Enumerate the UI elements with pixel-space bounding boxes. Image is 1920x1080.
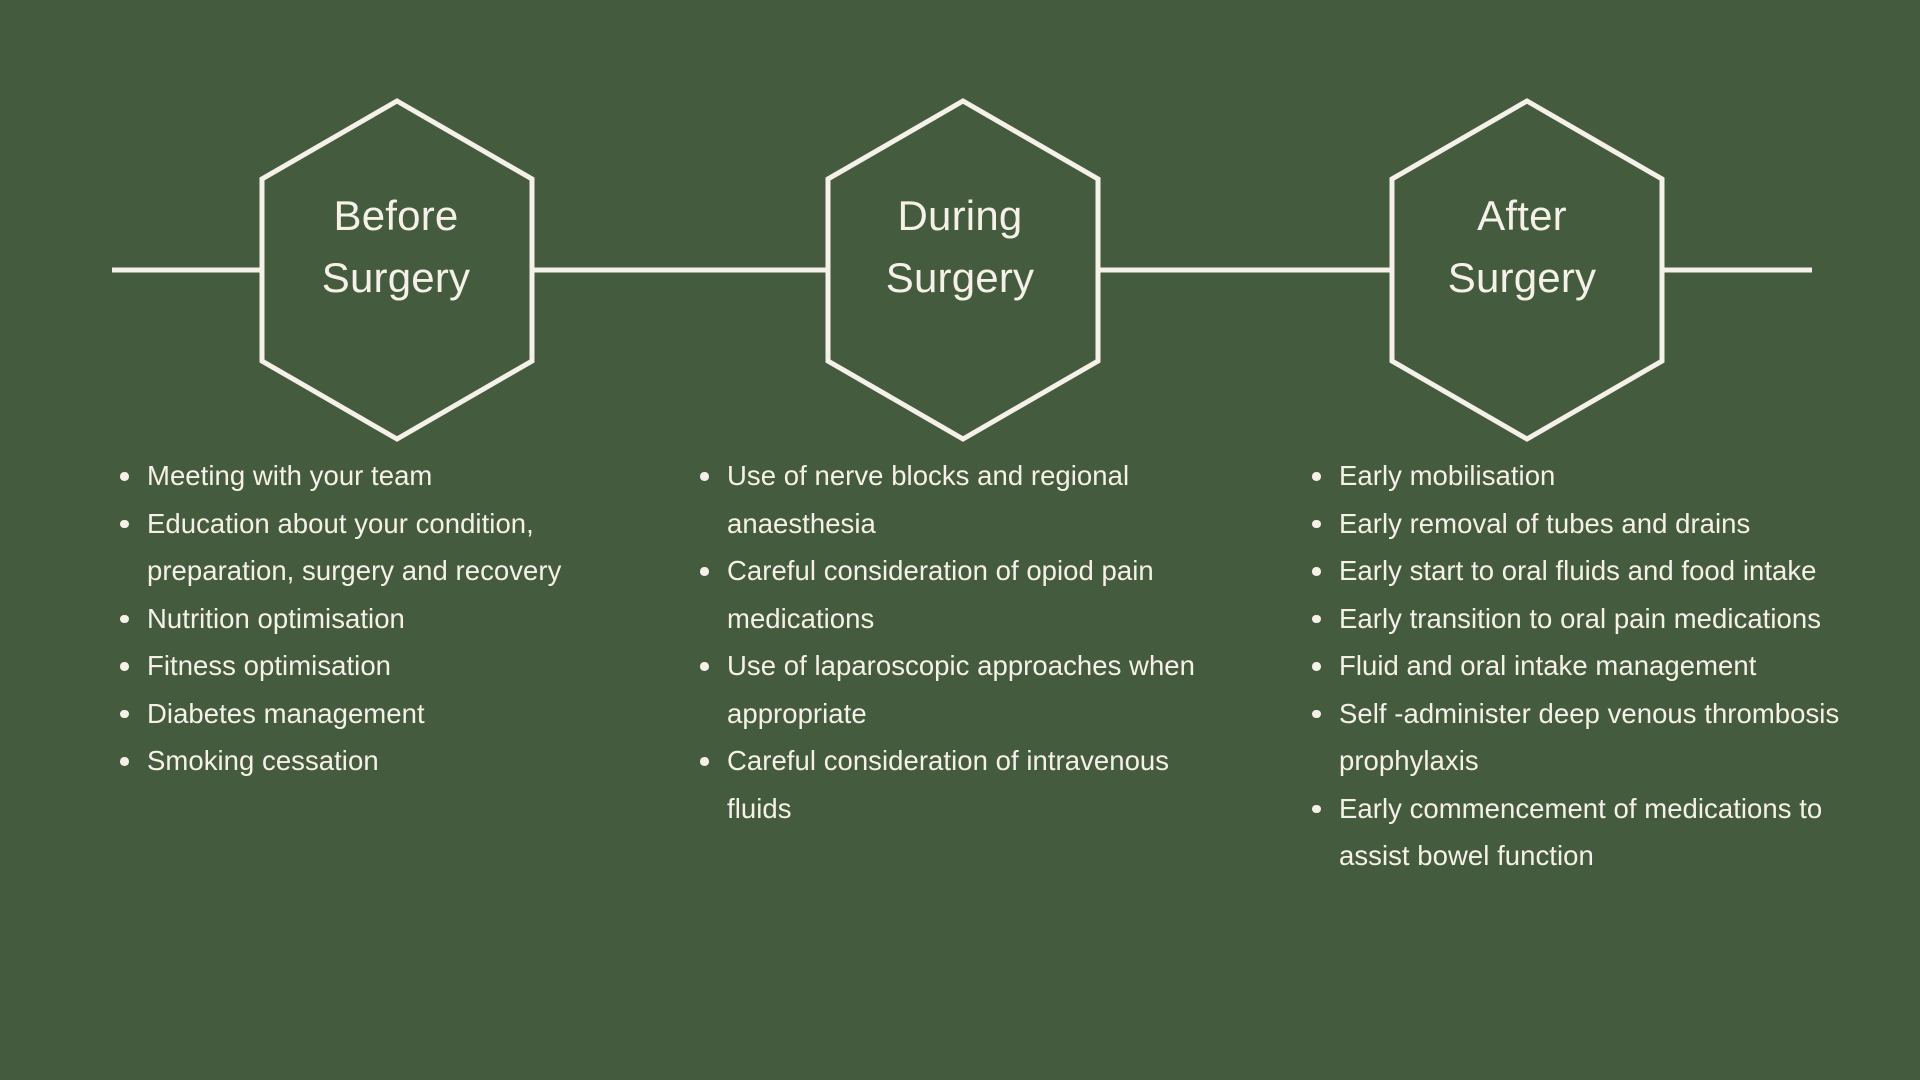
list-item: Nutrition optimisation	[108, 595, 628, 643]
list-item: Early transition to oral pain medication…	[1300, 595, 1880, 643]
bullet-list-during-surgery: Use of nerve blocks and regional anaesth…	[688, 452, 1208, 832]
stage-column-during-surgery: Use of nerve blocks and regional anaesth…	[688, 452, 1208, 832]
list-item: Early commencement of medications to ass…	[1300, 785, 1880, 880]
hexagon-label-line2: Surgery	[885, 254, 1035, 302]
hexagon-label-line2: Surgery	[321, 254, 471, 302]
list-item: Meeting with your team	[108, 452, 628, 500]
stage-column-after-surgery: Early mobilisation Early removal of tube…	[1300, 452, 1880, 880]
hexagon-label-before-surgery: Before Surgery	[246, 185, 546, 309]
hexagon-label-during-surgery: During Surgery	[810, 185, 1110, 309]
list-item: Fitness optimisation	[108, 642, 628, 690]
list-item: Fluid and oral intake management	[1300, 642, 1880, 690]
stage-column-before-surgery: Meeting with your team Education about y…	[108, 452, 628, 785]
list-item: Early removal of tubes and drains	[1300, 500, 1880, 548]
bullet-list-after-surgery: Early mobilisation Early removal of tube…	[1300, 452, 1880, 880]
list-item: Smoking cessation	[108, 737, 628, 785]
hexagon-label-line1: Before	[333, 192, 459, 239]
hexagon-label-line2: Surgery	[1447, 254, 1597, 302]
list-item: Early mobilisation	[1300, 452, 1880, 500]
hexagon-before-surgery	[259, 98, 535, 442]
list-item: Education about your condition, preparat…	[108, 500, 628, 595]
list-item: Careful consideration of opiod pain medi…	[688, 547, 1208, 642]
list-item: Use of nerve blocks and regional anaesth…	[688, 452, 1208, 547]
hexagon-after-surgery	[1389, 98, 1665, 442]
list-item: Self -administer deep venous thrombosis …	[1300, 690, 1880, 785]
flow-diagram-svg	[112, 98, 1812, 442]
hexagon-label-line1: After	[1477, 192, 1567, 239]
list-item: Early start to oral fluids and food inta…	[1300, 547, 1880, 595]
bullet-list-before-surgery: Meeting with your team Education about y…	[108, 452, 628, 785]
list-item: Careful consideration of intravenous flu…	[688, 737, 1208, 832]
hexagon-label-line1: During	[897, 192, 1023, 239]
hexagon-label-after-surgery: After Surgery	[1372, 185, 1672, 309]
stage-flow-band: Before Surgery During Surgery After Surg…	[0, 95, 1920, 445]
list-item: Diabetes management	[108, 690, 628, 738]
list-item: Use of laparoscopic approaches when appr…	[688, 642, 1208, 737]
hexagon-during-surgery	[825, 98, 1101, 442]
